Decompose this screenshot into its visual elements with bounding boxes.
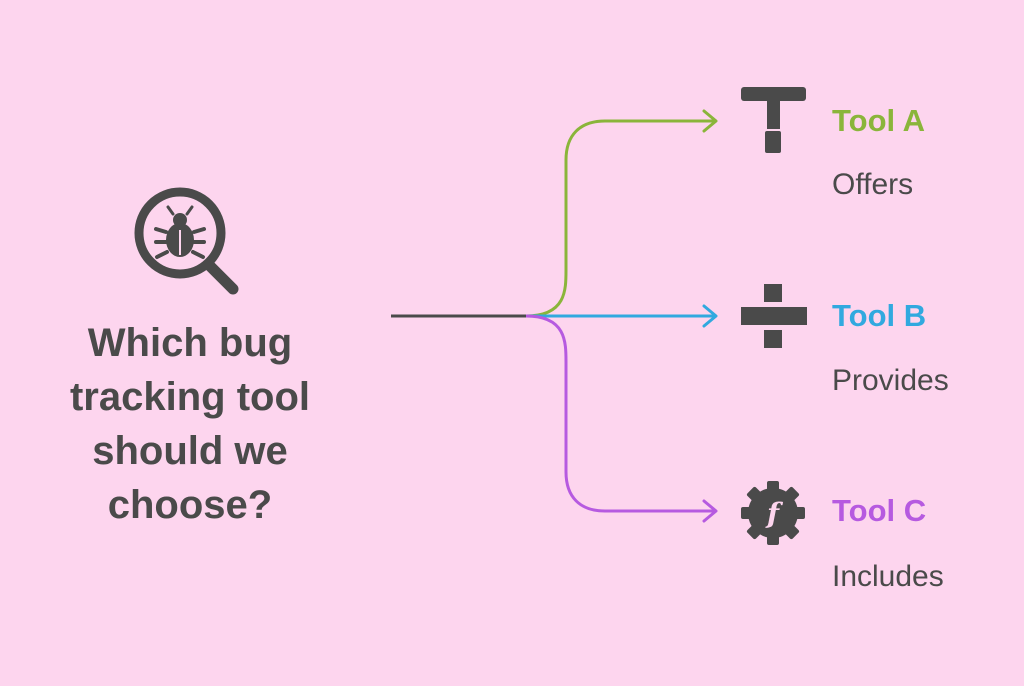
- tool-c-title: Tool C: [832, 493, 927, 528]
- division-icon: [741, 284, 807, 348]
- function-gear-icon: f: [741, 481, 805, 545]
- branch-tool-a: [525, 109, 718, 318]
- decision-question: Which bug tracking tool should we choose…: [69, 321, 311, 527]
- tool-a-title: Tool A: [832, 103, 925, 138]
- branch-tool-b: [526, 304, 718, 328]
- tool-c-description: Includes: [832, 560, 944, 593]
- tool-a-description: Offers: [832, 168, 914, 201]
- tool-b-title: Tool B: [832, 298, 927, 333]
- bug-search-icon: [134, 187, 239, 295]
- tool-b-description: Provides: [832, 364, 949, 397]
- t-tool-icon: [741, 87, 806, 153]
- branch-tool-c: [525, 314, 718, 523]
